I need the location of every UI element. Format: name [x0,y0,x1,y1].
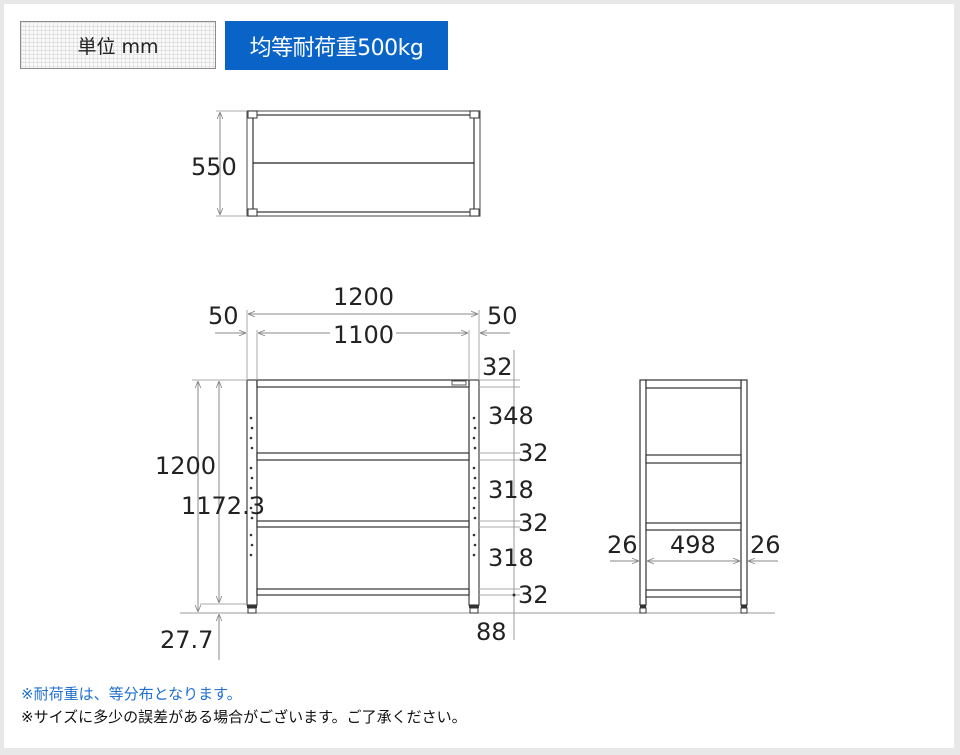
side-view: 26 498 26 [600,379,781,614]
front-foot-height-label: 27.7 [160,626,213,654]
front-inner-width-label: 1100 [333,321,394,349]
front-overall-height-label: 1200 [155,452,216,480]
top-view: 550 [191,110,481,217]
front-overall-width-label: 1200 [333,283,394,311]
unit-badge: 単位 mm [20,21,216,69]
size-tolerance-note: ※サイズに多少の誤差がある場合がございます。ご了承ください。 [21,708,467,726]
side-inner-depth-label: 498 [670,531,716,559]
shelf-boards [256,379,470,596]
gap-2-label: 318 [488,476,534,504]
bottom-clearance-label: 88 [476,618,507,646]
unit-label: 単位 mm [77,35,159,58]
gap-3-label: 318 [488,544,534,572]
front-frame-height-label: 1172.3 [181,492,265,520]
front-right-post-label: 50 [487,302,518,330]
front-view: 1200 1100 50 50 1200 1172.3 27.7 32 [155,283,610,660]
load-distribution-note: ※耐荷重は、等分布となります。 [21,685,242,703]
side-left-post-label: 26 [607,531,638,559]
side-right-post-label: 26 [750,531,781,559]
top-depth-label: 550 [191,153,237,181]
post-slots [249,416,477,557]
shelf-thickness-2-label: 32 [518,439,549,467]
notes: ※耐荷重は、等分布となります。 ※サイズに多少の誤差がある場合がございます。ご了… [21,683,467,729]
load-capacity-label: 均等耐荷重500kg [249,35,424,61]
shelf-thickness-3-label: 32 [518,509,549,537]
shelf-thickness-4-label: 32 [518,581,549,609]
shelf-thickness-1-label: 32 [482,353,513,381]
front-left-post-label: 50 [208,302,239,330]
gap-1-label: 348 [488,402,534,430]
load-capacity-badge: 均等耐荷重500kg [225,21,448,70]
